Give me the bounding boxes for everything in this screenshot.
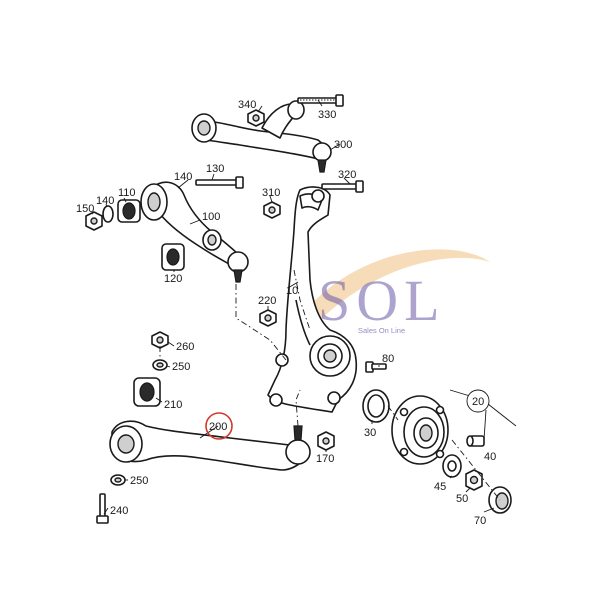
bolt-80 [365, 361, 387, 373]
logo-letters: SOL [318, 268, 446, 333]
bolt-320 [321, 180, 364, 193]
assembly-dash-lines [159, 269, 501, 501]
nut-260 [151, 331, 169, 349]
callout-250b: 250 [130, 475, 148, 487]
callout-140a: 140 [174, 171, 192, 183]
callout-ring-20 [466, 389, 490, 413]
callout-330: 330 [318, 109, 336, 121]
callout-250a: 250 [172, 361, 190, 373]
callout-30: 30 [364, 427, 376, 439]
callout-45: 45 [434, 481, 446, 493]
callout-110: 110 [118, 187, 136, 199]
tension-strut-100 [140, 181, 249, 283]
highlight-ring-200 [205, 412, 233, 440]
nut-50 [465, 469, 483, 491]
callout-130: 130 [206, 163, 224, 175]
bolt-130 [195, 176, 244, 189]
bolt-240 [96, 493, 109, 524]
sol-watermark-logo: SOL Sales On Line [300, 249, 490, 335]
nut-220 [259, 309, 277, 327]
callout-50: 50 [456, 493, 468, 505]
callout-labels: 340 330 300 140 130 110 140 150 100 120 … [76, 99, 496, 527]
nut-340 [247, 109, 265, 127]
callout-80: 80 [382, 353, 394, 365]
steering-knuckle-10 [267, 186, 358, 413]
logo-tagline: Sales On Line [358, 326, 405, 335]
callout-210: 210 [164, 399, 182, 411]
nut-310 [263, 201, 281, 219]
washer-140a [102, 205, 114, 223]
callout-200: 200 [209, 421, 227, 433]
callout-20: 20 [472, 396, 484, 408]
leader-lines [91, 99, 517, 515]
callout-100: 100 [202, 211, 220, 223]
callout-150: 150 [76, 203, 94, 215]
callout-220: 220 [258, 295, 276, 307]
bushing-110 [117, 199, 141, 223]
callout-320: 320 [338, 169, 356, 181]
callout-240: 240 [110, 505, 128, 517]
bolt-40 [466, 435, 485, 447]
callout-340: 340 [238, 99, 256, 111]
callout-170: 170 [316, 453, 334, 465]
washer-250b [110, 474, 126, 486]
lower-control-arm-200 [109, 420, 311, 471]
callout-260: 260 [176, 341, 194, 353]
washer-45 [442, 454, 462, 478]
callout-70: 70 [474, 515, 486, 527]
callout-140b: 140 [96, 195, 114, 207]
dust-seal-30 [362, 389, 390, 423]
callout-310: 310 [262, 187, 280, 199]
upper-control-arm-300 [191, 100, 332, 173]
callout-120: 120 [164, 273, 182, 285]
callout-10: 10 [286, 285, 298, 297]
wheel-hub-bearing-20 [391, 395, 449, 465]
callout-40: 40 [484, 451, 496, 463]
nut-170 [317, 431, 335, 451]
washer-250a [152, 359, 168, 371]
bushing-120 [161, 243, 185, 271]
callout-300: 300 [334, 139, 352, 151]
bushing-210 [133, 377, 161, 407]
